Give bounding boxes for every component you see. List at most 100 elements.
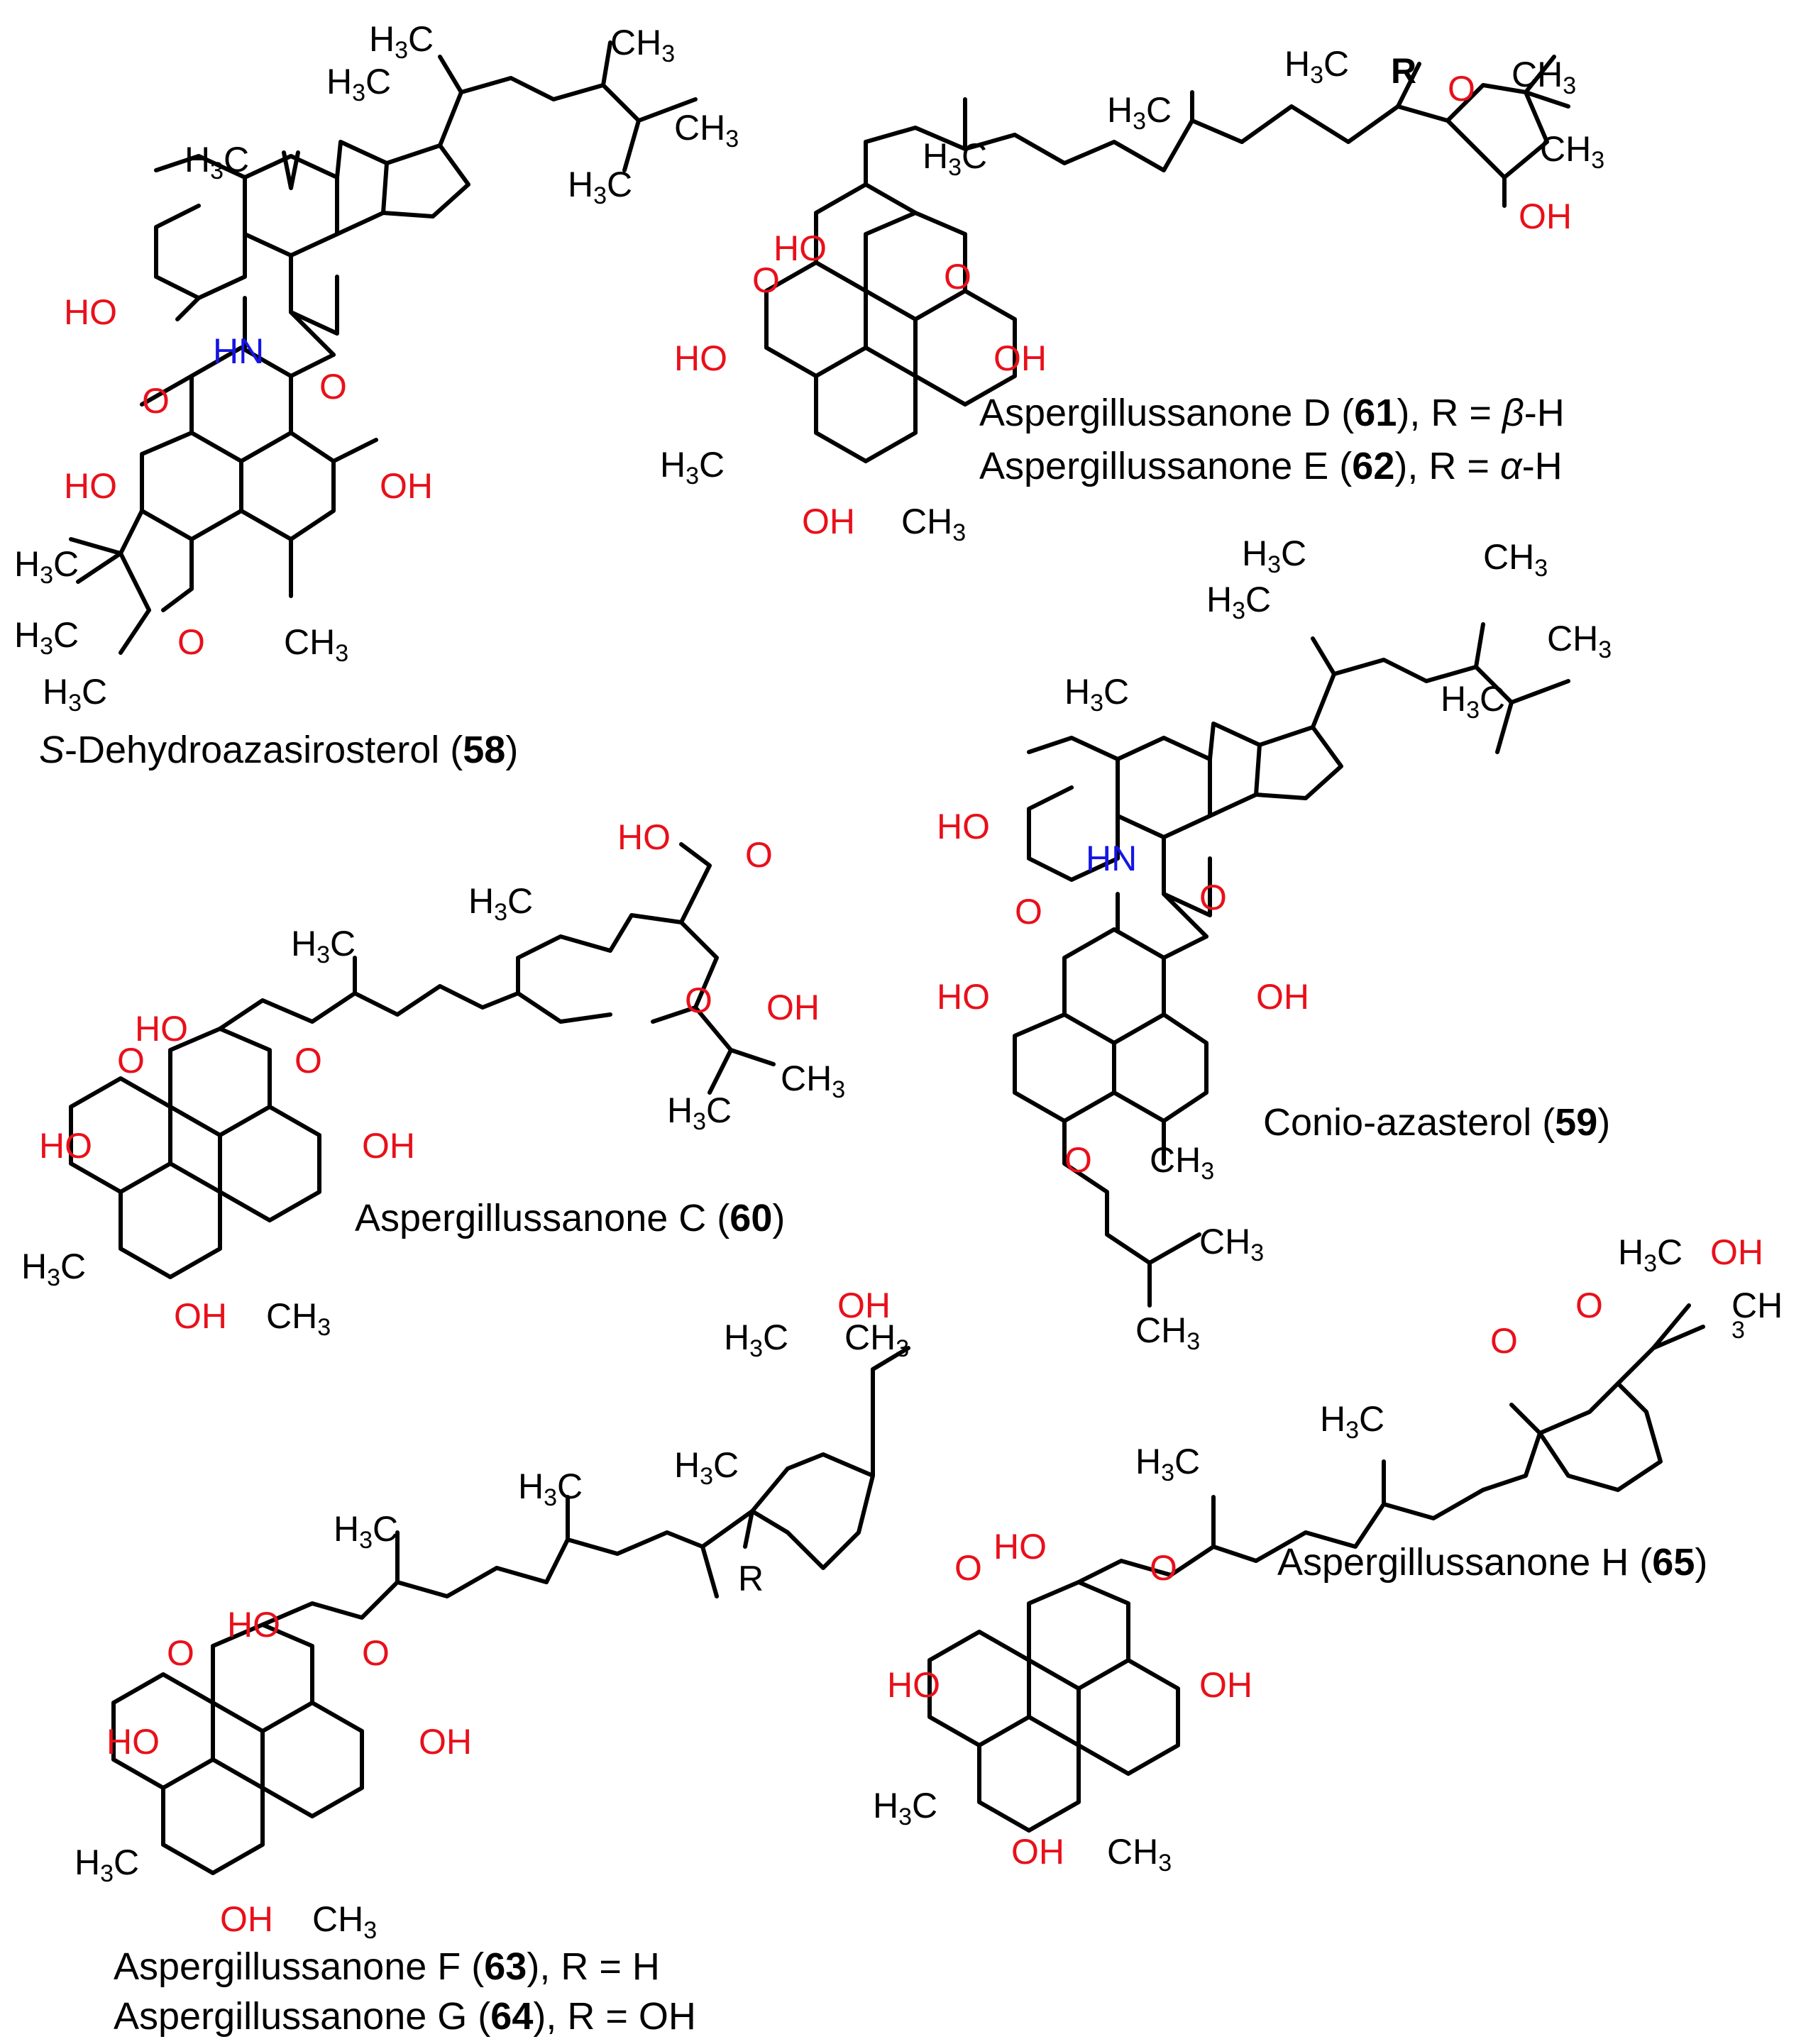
atom-label-ch3: CH3 [1135, 1310, 1201, 1355]
caption-63-suffix: ), R = H [527, 1945, 660, 1988]
atom-label-h3c: H3C [326, 62, 392, 106]
atom-label-o: O [1490, 1321, 1518, 1361]
atom-label-oh: OH [174, 1296, 227, 1336]
atom-label-h3c: H3C [1135, 1442, 1201, 1486]
atom-label-oh: OH [419, 1722, 472, 1762]
caption-64-number: 64 [490, 1995, 534, 2038]
structure-61-62 [764, 55, 1570, 463]
atom-label-oh: OH [220, 1899, 273, 1939]
structure-65 [927, 1303, 1705, 1833]
caption-62-greek: α [1499, 445, 1522, 487]
atom-label-ho: HO [617, 817, 671, 857]
atom-label-hn: HN [213, 331, 265, 371]
atom-label-o: O [1150, 1548, 1177, 1588]
caption-58-number: 58 [463, 729, 506, 771]
caption-61-name: Aspergillussanone D ( [979, 392, 1355, 434]
atom-label-h3c: H3C [1320, 1399, 1385, 1444]
atom-label-ch3: CH3 [266, 1296, 331, 1341]
atom-label-o: O [117, 1041, 145, 1081]
atom-label-oh: OH [362, 1126, 415, 1166]
caption-65-number: 65 [1652, 1541, 1695, 1584]
atom-label-h3c: H3C [291, 924, 356, 968]
atom-label-ho: HO [674, 338, 727, 378]
caption-59-name: Conio-azasterol ( [1263, 1101, 1556, 1144]
caption-60-close: ) [772, 1197, 786, 1239]
atom-label-ho: HO [64, 466, 117, 506]
atom-label-h3c: H3C [667, 1090, 732, 1135]
atom-label-h3c: H3C [185, 140, 250, 184]
caption-62-tail: -H [1521, 445, 1563, 487]
atom-label-ho: HO [227, 1605, 280, 1645]
caption-64-suffix: ), R = OH [533, 1995, 696, 2038]
atom-label-oh: OH [802, 502, 855, 541]
atom-label-h3c: H3C [1206, 580, 1272, 624]
atom-label-oh: OH [766, 988, 820, 1027]
atom-label-ch3: CH3 [844, 1317, 910, 1362]
caption-62: Aspergillussanone E (62), R = α-H [979, 447, 1563, 485]
atom-label-o: O [745, 835, 773, 875]
caption-58-close: ) [505, 729, 519, 771]
atom-label-oh: OH [837, 1286, 891, 1325]
caption-64-name: Aspergillussanone G ( [114, 1995, 491, 2038]
caption-64: Aspergillussanone G (64), R = OH [114, 1997, 696, 2035]
caption-58-prefix: S [39, 729, 65, 771]
atom-label-h3c: H3C [43, 672, 108, 717]
atom-label-ch3: CH3 [1540, 129, 1605, 174]
caption-59-close: ) [1597, 1101, 1611, 1144]
atom-label-o: O [1199, 878, 1227, 917]
atom-label-h3c: H3C [75, 1843, 140, 1887]
caption-58-name: -Dehydroazasirosterol ( [65, 729, 463, 771]
caption-61-greek: β [1502, 392, 1524, 434]
atom-label-h3c: H3C [568, 165, 633, 209]
atom-label-o: O [685, 980, 712, 1020]
caption-65-close: ) [1695, 1541, 1708, 1584]
atom-label-hn: HN [1086, 839, 1138, 878]
atom-label-h3c: H3C [1064, 672, 1130, 717]
atom-label-h3c: H3C [468, 881, 534, 926]
atom-label-o: O [954, 1548, 982, 1588]
caption-61: Aspergillussanone D (61), R = β-H [979, 394, 1565, 432]
atom-label-h3c: H3C [518, 1466, 583, 1511]
atom-label-ch3: CH3 [781, 1059, 846, 1103]
atom-label-ch3: CH3 [1483, 537, 1548, 582]
structure-59 [1013, 622, 1570, 1308]
atom-label-o: O [1064, 1140, 1092, 1180]
atom-label-o: O [294, 1041, 322, 1081]
structure-58 [69, 40, 698, 655]
atom-label-h3c: H3C [369, 19, 434, 64]
caption-61-number: 61 [1354, 392, 1397, 434]
atom-label-o: O [752, 260, 780, 300]
atom-label-o: O [362, 1633, 390, 1673]
atom-label-h3c: H3C [923, 136, 988, 181]
atom-label-r: R [738, 1559, 764, 1598]
atom-label-ch3: CH3 [284, 622, 349, 667]
caption-65-name: Aspergillussanone H ( [1277, 1541, 1653, 1584]
atom-label-o: O [944, 257, 971, 297]
caption-61-suffix: ), R = [1397, 392, 1502, 434]
atom-label-ch3: CH3 [312, 1899, 378, 1944]
atom-label-h3c: H3C [674, 1445, 739, 1490]
atom-label-h3c: H3C [660, 445, 725, 490]
atom-label-h3c: H3C [1284, 44, 1350, 89]
atom-label-ch3: CH3 [1547, 619, 1612, 663]
atom-label-o: O [319, 367, 347, 407]
atom-label-ho: HO [135, 1009, 188, 1049]
caption-62-name: Aspergillussanone E ( [979, 445, 1353, 487]
atom-label-ho: HO [937, 977, 990, 1017]
atom-label-ch3: CH3 [1199, 1222, 1265, 1266]
caption-59-number: 59 [1555, 1101, 1598, 1144]
atom-label-h3c: H3C [724, 1317, 789, 1362]
atom-label-ch3-split-subscript: 3 [1731, 1317, 1745, 1344]
atom-label-ho: HO [64, 292, 117, 332]
atom-label-oh: OH [1011, 1832, 1064, 1872]
caption-62-suffix: ), R = [1394, 445, 1500, 487]
atom-label-h3c: H3C [1618, 1232, 1683, 1277]
caption-63: Aspergillussanone F (63), R = H [114, 1948, 660, 1986]
atom-label-oh: OH [1256, 977, 1309, 1017]
caption-60: Aspergillussanone C (60) [355, 1199, 785, 1237]
atom-label-ho: HO [937, 807, 990, 846]
atom-label-ch3: CH3 [1107, 1832, 1172, 1877]
atom-label-oh: OH [380, 466, 433, 506]
